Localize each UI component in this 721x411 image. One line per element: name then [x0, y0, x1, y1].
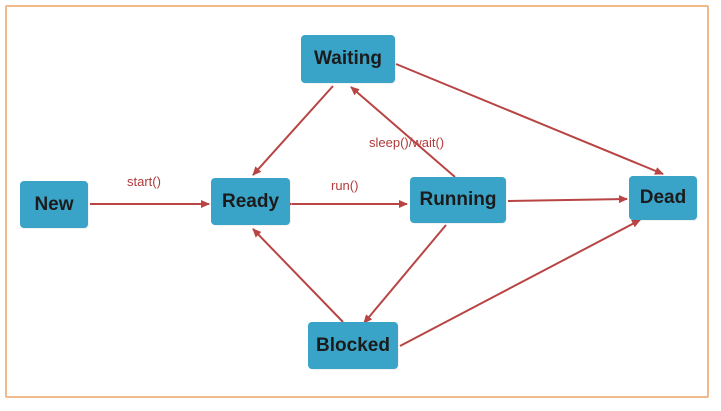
edge-running-dead: [507, 195, 628, 204]
edge-running-waiting: [350, 86, 456, 178]
state-waiting-label: Waiting: [314, 48, 382, 69]
edge-blocked-ready: [252, 228, 344, 323]
state-running: Running: [410, 177, 506, 223]
state-ready-label: Ready: [221, 190, 280, 212]
edge-blocked-dead: [399, 219, 641, 347]
state-new-label: New: [34, 193, 74, 215]
state-waiting: Waiting: [301, 35, 395, 83]
state-dead-label: Dead: [639, 187, 687, 208]
diagram-frame: [5, 5, 709, 398]
edge-waiting-dead: [395, 63, 664, 175]
state-blocked: Blocked: [308, 322, 398, 369]
state-running-label: Running: [419, 189, 497, 210]
state-new: New: [20, 181, 88, 228]
edge-waiting-ready: [252, 85, 334, 176]
edge-label-sleep-wait: sleep()/wait(): [369, 135, 444, 150]
state-dead: Dead: [629, 176, 697, 220]
state-ready: Ready: [211, 178, 290, 225]
edge-running-blocked: [363, 224, 447, 324]
edge-label-run: run(): [331, 178, 358, 193]
edge-label-start: start(): [127, 174, 161, 189]
state-blocked-label: Blocked: [316, 334, 390, 356]
